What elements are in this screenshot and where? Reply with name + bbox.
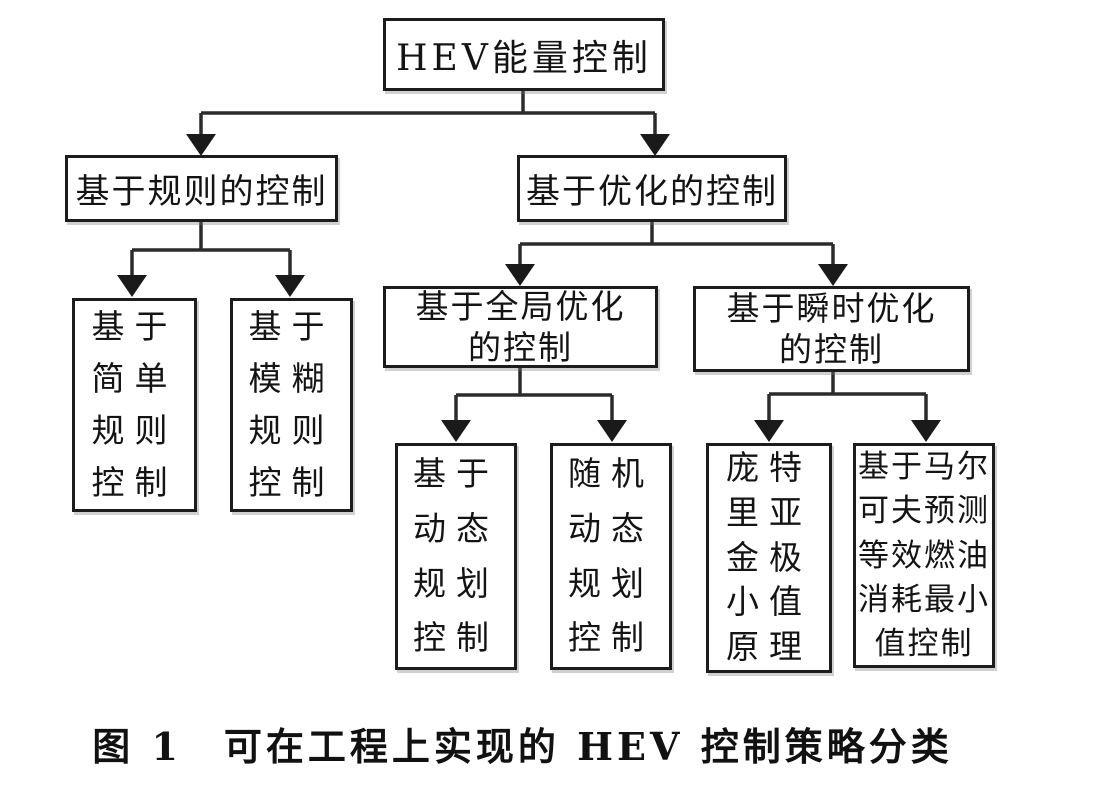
- figure-caption: 图 1 可在工程上实现的 HEV 控制策略分类: [92, 724, 953, 769]
- arrowhead-global: [505, 264, 535, 286]
- node-optimization-based-control: 基于优化的控制: [517, 155, 787, 222]
- node-instant-optimization-control-label: 基于瞬时优化 的控制: [726, 288, 937, 369]
- node-global-optimization-control-label: 基于全局优化 的控制: [415, 286, 626, 367]
- node-optimization-based-control-label: 基于优化的控制: [526, 172, 778, 212]
- node-fuzzy-rule-control: 基于 模糊 规则 控制: [230, 298, 353, 512]
- connector-global-to-leaves: [454, 368, 614, 422]
- node-dynamic-programming-control-label: 基于 动态 规划 控制: [413, 453, 499, 658]
- node-global-optimization-control: 基于全局优化 的控制: [383, 286, 658, 368]
- arrowhead-simple: [117, 275, 147, 297]
- node-fuzzy-rule-control-label: 基于 模糊 规则 控制: [248, 306, 335, 503]
- arrowhead-instant: [818, 264, 848, 286]
- node-hev-energy-control: HEV能量控制: [383, 18, 665, 91]
- connector-rule-to-leaves: [130, 222, 292, 277]
- node-rule-based-control: 基于规则的控制: [65, 155, 338, 222]
- connector-opt-to-level3: [518, 222, 835, 266]
- node-dynamic-programming-control: 基于 动态 规划 控制: [395, 443, 517, 670]
- node-stochastic-dynamic-programming-control-label: 随机 动态 规划 控制: [568, 453, 654, 658]
- arrowhead-fuzzy: [275, 275, 305, 297]
- arrowhead-pmp: [754, 420, 784, 442]
- node-markov-ecms-control: 基于马尔 可夫预测 等效燃油 消耗最小 值控制: [853, 443, 995, 668]
- arrowhead-rule: [186, 134, 216, 156]
- arrowhead-dp: [441, 420, 471, 442]
- arrowhead-markov: [911, 420, 941, 442]
- arrowhead-sdp: [597, 420, 627, 442]
- node-markov-ecms-control-label: 基于马尔 可夫预测 等效燃油 消耗最小 值控制: [858, 449, 990, 662]
- node-simple-rule-control: 基于 简单 规则 控制: [72, 298, 197, 512]
- node-stochastic-dynamic-programming-control: 随机 动态 规划 控制: [550, 443, 672, 670]
- node-instant-optimization-control: 基于瞬时优化 的控制: [693, 286, 970, 372]
- node-simple-rule-control-label: 基于 简单 规则 控制: [91, 306, 178, 503]
- node-pontryagin-minimum-principle: 庞特 里亚 金极 小值 原理: [706, 443, 832, 673]
- node-hev-energy-control-label: HEV能量控制: [396, 37, 652, 79]
- connector-instant-to-leaves: [767, 372, 928, 422]
- node-rule-based-control-label: 基于规则的控制: [75, 172, 328, 212]
- arrowhead-opt: [640, 134, 670, 156]
- node-pontryagin-minimum-principle-label: 庞特 里亚 金极 小值 原理: [726, 447, 812, 667]
- connector-root-to-level2: [199, 91, 657, 136]
